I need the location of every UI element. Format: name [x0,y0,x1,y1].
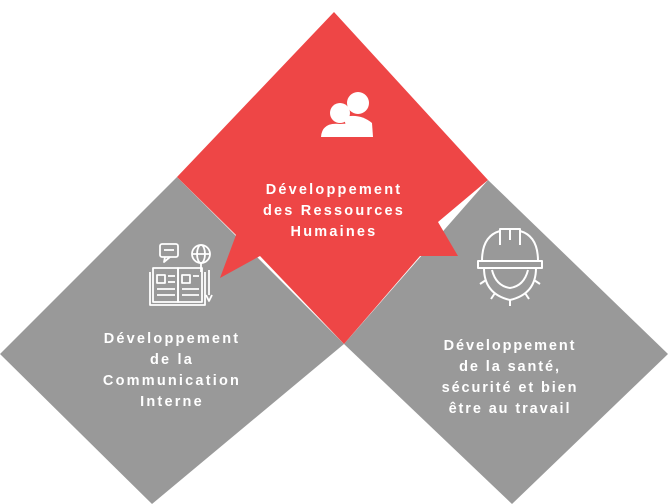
safety-helmet-gear-icon [477,228,543,306]
box-right-line-1: Développement [443,338,577,354]
box-top-line-2: des Ressources [262,203,406,219]
box-left-line-2: de la [149,352,195,368]
box-left-line-3: Communication [102,373,242,389]
box-left-line-1: Développement [103,331,241,347]
box-left-line-4: Interne [140,394,204,410]
box-left-label: Développement de la Communication Intern… [54,329,290,413]
box-top-line-3: Humaines [290,224,378,240]
internal-communication-icon [149,243,213,306]
left-diamond [0,177,344,504]
people-icon [321,92,373,137]
box-right-line-4: être au travail [448,401,572,417]
right-diamond [344,180,668,504]
box-right-label: Développement de la santé, sécurité et b… [392,336,628,420]
box-top-line-1: Développement [265,182,403,198]
center-diamond [177,12,488,344]
box-top-label: Développement des Ressources Humaines [214,180,454,243]
box-right-line-2: de la santé, [459,359,561,375]
box-right-line-3: sécurité et bien [441,380,579,396]
